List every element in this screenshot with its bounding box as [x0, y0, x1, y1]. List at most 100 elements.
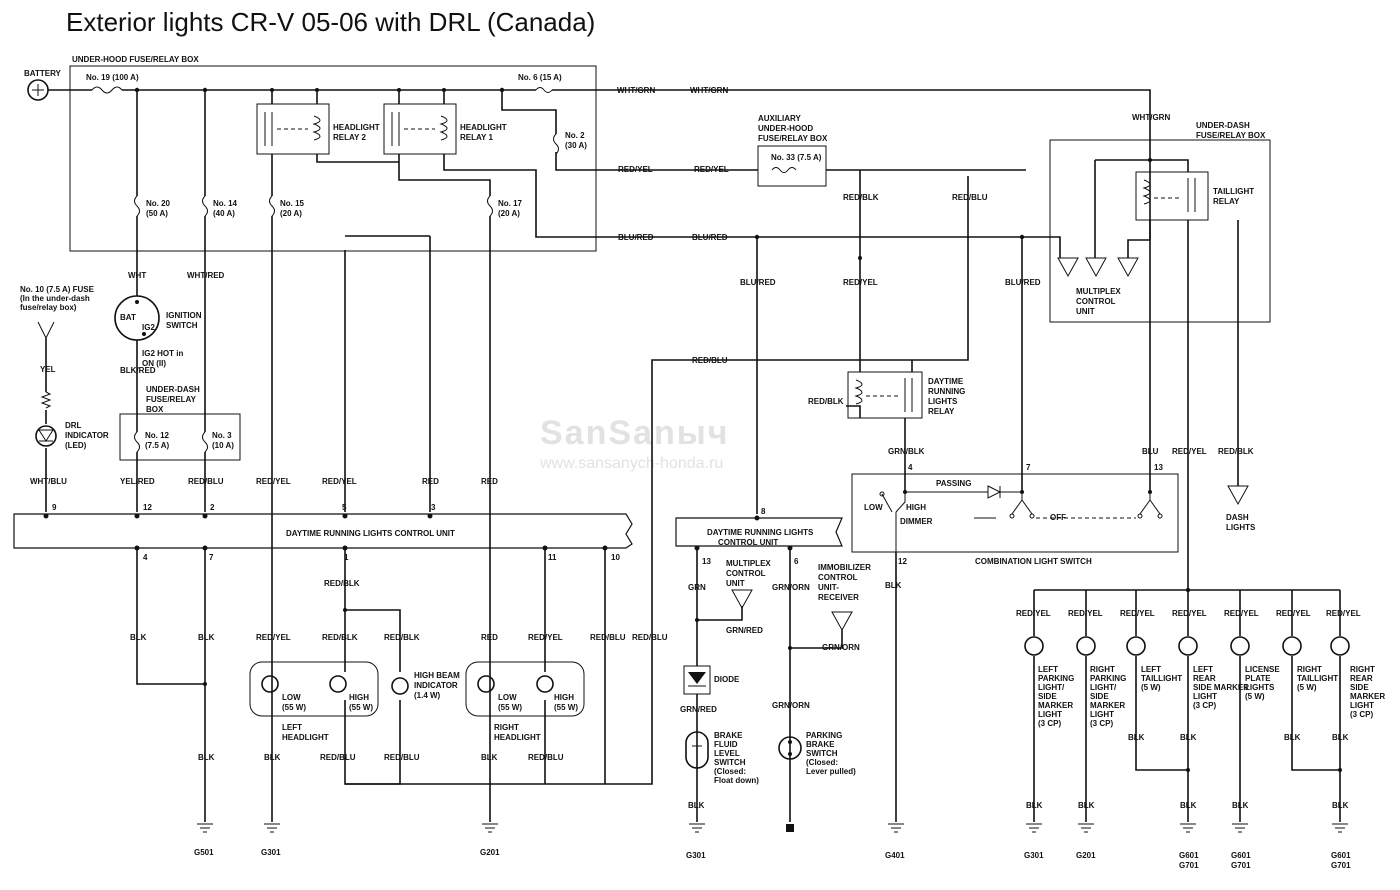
bulb-label-right-taillight: RIGHT TAILLIGHT (5 W): [1297, 665, 1338, 692]
marker-light-ladder: [1024, 587, 1350, 822]
wire-label-red-yel-g5: RED/YEL: [1224, 609, 1259, 618]
high-beam-label-3: (1.4 W): [414, 691, 441, 700]
diagram-title: Exterior lights CR-V 05-06 with DRL (Can…: [66, 7, 595, 37]
wire-label-yel-red: YEL/RED: [120, 477, 155, 486]
wire-label-red-blk-6: RED/BLK: [1218, 447, 1254, 456]
wire-label-red-yel-a: RED/YEL: [256, 477, 291, 486]
parking-brake-label-3: SWITCH: [806, 749, 838, 758]
wire-label-grn: GRN: [688, 583, 706, 592]
wire-label-red-blu-d: RED/BLU: [590, 633, 626, 642]
wire-label-blk-7: BLK: [688, 801, 705, 810]
svg-text:(30 A): (30 A): [565, 141, 587, 150]
ground-g501: G501: [194, 823, 214, 857]
wire-label-red-blk-4: RED/BLK: [843, 193, 879, 202]
wire-label-grn-red-2: GRN/RED: [680, 705, 717, 714]
bulb2-l1: TAILLIGHT: [1141, 674, 1182, 683]
immobilizer-label-2: CONTROL: [818, 573, 858, 582]
wire-label-blk-3: BLK: [198, 753, 215, 762]
under-hood-fuse-relay-box: UNDER-HOOD FUSE/RELAY BOX: [69, 55, 597, 252]
fuse-20: No. 20 (50 A): [134, 90, 171, 258]
bulb-label-right-parking: RIGHT PARKING LIGHT/ SIDE MARKER LIGHT (…: [1090, 665, 1126, 728]
fuse-10-label-2: (In the under-dash: [20, 294, 90, 303]
parking-brake-label: PARKING: [806, 731, 842, 740]
wire-label-red-yel-e: RED/YEL: [843, 278, 878, 287]
wire-label-red-yel-g4: RED/YEL: [1172, 609, 1207, 618]
ground-g301-label: G301: [261, 848, 281, 857]
bulb4-l1: PLATE: [1245, 674, 1271, 683]
wire-label-blk-g4: BLK: [1332, 733, 1349, 742]
fuse-10-label-3: fuse/relay box): [20, 303, 77, 312]
ground-g701-b-label: G701: [1231, 861, 1251, 870]
ground-g201-label: G201: [480, 848, 500, 857]
wire-label-red-yel-2: RED/YEL: [694, 165, 729, 174]
pin-7: 7: [209, 553, 214, 562]
wire-label-blk-g2: BLK: [1180, 733, 1197, 742]
bulb2-l2: (5 W): [1141, 683, 1161, 692]
switch-pin-12: 12: [898, 557, 907, 566]
multiplex-right-label: MULTIPLEX: [1076, 287, 1121, 296]
ground-g301-c-label: G301: [1024, 851, 1044, 860]
brake-fluid-level-switch: BRAKE FLUID LEVEL SWITCH (Closed: Float …: [685, 731, 759, 785]
under-dash-left-label: UNDER-DASH: [146, 385, 200, 394]
fuse-20-label: No. 20: [146, 199, 171, 208]
wire-label-grn-orn-1: GRN/ORN: [772, 583, 810, 592]
bulb2-l0: LEFT: [1141, 665, 1161, 674]
brake-fluid-label-5: (Closed:: [714, 767, 746, 776]
bulb1-l3: SIDE: [1090, 692, 1109, 701]
left-low-watt: (55 W): [282, 703, 306, 712]
ground-g401-label: G401: [885, 851, 905, 860]
multiplex-right-label-3: UNIT: [1076, 307, 1095, 316]
pin-9: 9: [52, 503, 57, 512]
under-dash-right-label: UNDER-DASH: [1196, 121, 1250, 130]
right-low-watt: (55 W): [498, 703, 522, 712]
left-low-label: LOW: [282, 693, 301, 702]
ignition-switch-label: IGNITION: [166, 311, 202, 320]
bulb6-l4: LIGHT: [1350, 701, 1374, 710]
fuse-14: No. 14 (40 A): [202, 90, 238, 258]
drl-indicator-label-3: (LED): [65, 441, 87, 450]
taillight-relay-label: TAILLIGHT: [1213, 187, 1254, 196]
headlight-relay-1-label: HEADLIGHT: [460, 123, 507, 132]
right-low-label: LOW: [498, 693, 517, 702]
under-dash-fuse-box-left: UNDER-DASH FUSE/RELAY BOX No. 12 (7.5 A)…: [119, 385, 241, 461]
drl-relay-label-4: RELAY: [928, 407, 955, 416]
bulb-label-license-plate: LICENSE PLATE LIGHTS (5 W): [1245, 665, 1280, 701]
brake-fluid-label-6: Float down): [714, 776, 759, 785]
under-dash-left-label-2: FUSE/RELAY: [146, 395, 197, 404]
fuse-10-label: No. 10 (7.5 A) FUSE: [20, 285, 95, 294]
wire-label-grn-red-1: GRN/RED: [726, 626, 763, 635]
combination-light-switch: COMBINATION LIGHT SWITCH 4 7 13 12 PASSI…: [851, 463, 1179, 566]
headlight-relay-2-label: HEADLIGHT: [333, 123, 380, 132]
wire-label-red-yel-g6: RED/YEL: [1276, 609, 1311, 618]
watermark-url: www.sansanych-honda.ru: [539, 455, 723, 472]
headlight-relay-2: HEADLIGHT RELAY 2: [256, 103, 380, 155]
wire-label-blk-2: BLK: [198, 633, 215, 642]
bulb1-l4: MARKER: [1090, 701, 1125, 710]
fuse-12-rating: (7.5 A): [145, 441, 169, 450]
bulb6-l0: RIGHT: [1350, 665, 1375, 674]
wire-label-red-b: RED: [481, 477, 498, 486]
wire-label-blk-1: BLK: [130, 633, 147, 642]
switch-pin-13: 13: [1154, 463, 1163, 472]
drl-unit-bottom-pins: 4 7 1 11 10: [134, 545, 620, 562]
bulb6-l1: REAR: [1350, 674, 1373, 683]
bulb0-l0: LEFT: [1038, 665, 1058, 674]
ground-g301: G301: [261, 823, 281, 857]
under-dash-left-label-3: BOX: [146, 405, 164, 414]
passing-label: PASSING: [936, 479, 971, 488]
drl-indicator-label-2: INDICATOR: [65, 431, 109, 440]
brake-fluid-label-3: LEVEL: [714, 749, 740, 758]
headlight-relay-1: HEADLIGHT RELAY 1: [383, 103, 507, 155]
bulb-label-left-rear-marker: LEFT REAR SIDE MARKER LIGHT (3 CP): [1193, 665, 1249, 710]
wire-label-red-yel-b: RED/YEL: [322, 477, 357, 486]
wire-label-wht-grn-3: WHT/GRN: [1132, 113, 1170, 122]
pin-2: 2: [210, 503, 215, 512]
wire-label-grn-blk: GRN/BLK: [888, 447, 925, 456]
pin-5: 5: [342, 503, 347, 512]
bulb3-l0: LEFT: [1193, 665, 1213, 674]
multiplex-small-label-2: CONTROL: [726, 569, 766, 578]
wire-label-red-blk-3: RED/BLK: [384, 633, 420, 642]
bulb6-l5: (3 CP): [1350, 710, 1373, 719]
wire-label-blk-6: BLK: [885, 581, 902, 590]
